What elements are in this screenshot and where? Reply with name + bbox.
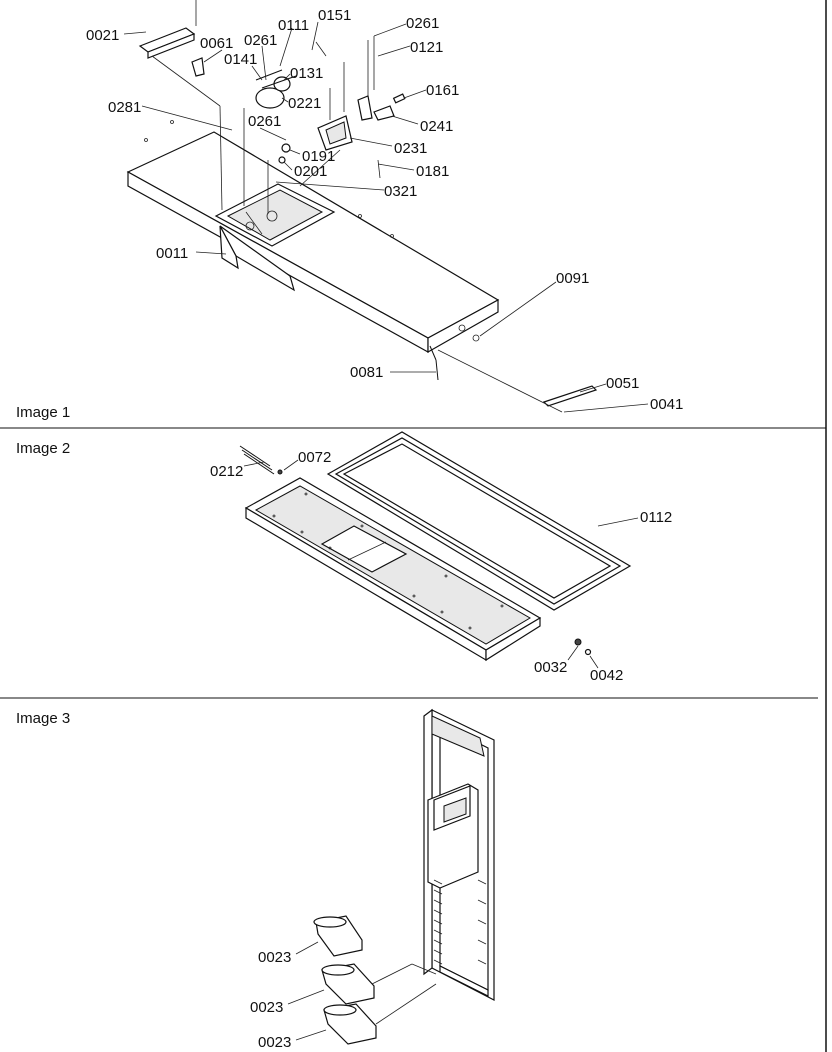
panel-3-title: Image 3: [16, 710, 70, 727]
panel-2-drawing: [239, 431, 632, 662]
callout-0131: 0131: [290, 65, 323, 82]
callout-0141: 0141: [224, 51, 257, 68]
callout-0041: 0041: [650, 396, 683, 413]
door-bin-3: [323, 1003, 377, 1045]
callout-0231: 0231: [394, 140, 427, 157]
callout-0011: 0011: [156, 245, 188, 262]
callout-0081: 0081: [350, 364, 383, 381]
callout-0051: 0051: [606, 375, 639, 392]
callout-0023-a: 0023: [258, 949, 291, 966]
callout-0212: 0212: [210, 463, 243, 480]
callout-0021: 0021: [86, 27, 119, 44]
callout-0032: 0032: [534, 659, 567, 676]
panel-1-drawing: [126, 0, 598, 413]
callout-0042: 0042: [590, 667, 623, 684]
tray-rivets: [272, 492, 504, 630]
callout-0061: 0061: [200, 35, 233, 52]
callout-0221: 0221: [288, 95, 321, 112]
callout-0091: 0091: [556, 270, 589, 287]
callout-0201: 0201: [294, 163, 327, 180]
callout-0023-b: 0023: [250, 999, 283, 1016]
callout-0072: 0072: [298, 449, 331, 466]
callout-0241: 0241: [420, 118, 453, 135]
callout-0191: 0191: [302, 148, 335, 165]
callout-0281: 0281: [108, 99, 141, 116]
panel-3-drawing: [313, 708, 495, 1045]
callout-0181: 0181: [416, 163, 449, 180]
callout-0161: 0161: [426, 82, 459, 99]
panel-2-title: Image 2: [16, 440, 70, 457]
callout-0121: 0121: [410, 39, 443, 56]
callout-0321: 0321: [384, 183, 417, 200]
callout-0151: 0151: [318, 7, 351, 24]
door-bin-1: [313, 915, 363, 957]
callout-0112: 0112: [640, 509, 672, 526]
callout-0261-c: 0261: [248, 113, 281, 130]
panel-3-leaders: [287, 941, 327, 1041]
panel-1-leaders: [123, 21, 649, 413]
callout-0023-c: 0023: [258, 1034, 291, 1051]
door-bin-2: [321, 963, 375, 1005]
callout-0261-a: 0261: [244, 32, 277, 49]
door-rail-ticks: [433, 879, 487, 965]
panel-2-leaders: [243, 459, 639, 669]
callout-0261-b: 0261: [406, 15, 439, 32]
callout-0111: 0111: [278, 17, 309, 34]
panel-1-title: Image 1: [16, 404, 70, 421]
